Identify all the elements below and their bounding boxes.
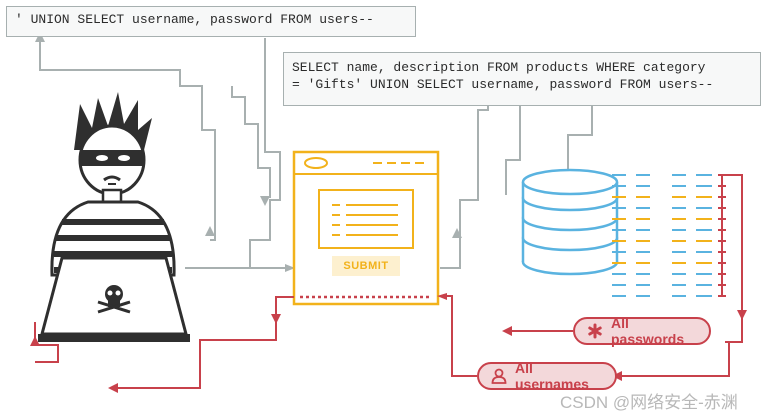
gray-flow-lines <box>39 38 593 269</box>
all-passwords-label: All passwords <box>611 315 685 347</box>
skull-icon <box>97 285 131 314</box>
submit-button[interactable]: SUBMIT <box>332 256 400 276</box>
all-usernames-badge: All usernames <box>477 360 617 392</box>
red-arrowheads <box>30 293 747 393</box>
user-icon <box>491 368 507 384</box>
sql-query-line-1: SELECT name, description FROM products W… <box>292 60 706 75</box>
watermark-text: CSDN @网络安全-赤渊 <box>560 393 738 412</box>
sql-query-box: SELECT name, description FROM products W… <box>283 52 761 106</box>
sql-query-line-2: = 'Gifts' UNION SELECT username, passwor… <box>292 77 714 92</box>
database-icon <box>521 168 619 276</box>
all-usernames-label: All usernames <box>515 360 589 392</box>
asterisk-icon <box>587 323 603 339</box>
data-table-lines <box>612 174 726 297</box>
injection-input-text: ' UNION SELECT username, password FROM u… <box>15 12 374 27</box>
all-passwords-badge: All passwords <box>573 315 711 347</box>
browser-window <box>292 150 440 306</box>
injection-input-box: ' UNION SELECT username, password FROM u… <box>6 6 416 37</box>
